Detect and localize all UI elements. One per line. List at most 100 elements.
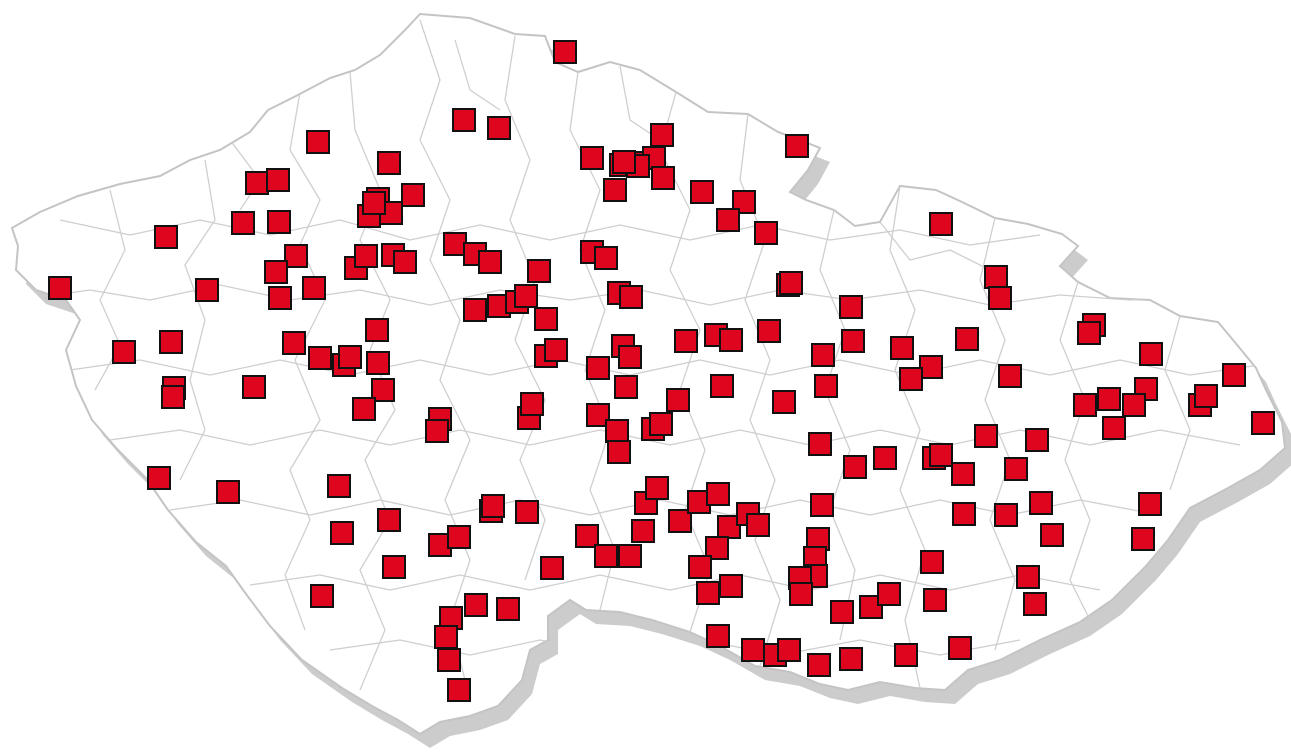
location-marker[interactable]	[919, 355, 943, 379]
location-marker[interactable]	[814, 374, 838, 398]
location-marker[interactable]	[808, 432, 832, 456]
location-marker[interactable]	[668, 509, 692, 533]
location-marker[interactable]	[674, 329, 698, 353]
location-marker[interactable]	[651, 166, 675, 190]
location-marker[interactable]	[327, 474, 351, 498]
location-marker[interactable]	[948, 636, 972, 660]
location-marker[interactable]	[425, 419, 449, 443]
location-marker[interactable]	[245, 171, 269, 195]
location-marker[interactable]	[534, 307, 558, 331]
location-marker[interactable]	[393, 250, 417, 274]
location-marker[interactable]	[603, 178, 627, 202]
location-marker[interactable]	[282, 331, 306, 355]
location-marker[interactable]	[777, 638, 801, 662]
location-marker[interactable]	[618, 544, 642, 568]
location-marker[interactable]	[308, 346, 332, 370]
location-marker[interactable]	[706, 624, 730, 648]
location-marker[interactable]	[929, 443, 953, 467]
location-marker[interactable]	[746, 513, 770, 537]
location-marker[interactable]	[112, 340, 136, 364]
location-marker[interactable]	[401, 183, 425, 207]
location-marker[interactable]	[481, 494, 505, 518]
location-marker[interactable]	[515, 500, 539, 524]
location-marker[interactable]	[352, 397, 376, 421]
location-marker[interactable]	[544, 338, 568, 362]
location-marker[interactable]	[195, 278, 219, 302]
location-marker[interactable]	[716, 208, 740, 232]
location-marker[interactable]	[377, 151, 401, 175]
location-marker[interactable]	[649, 412, 673, 436]
location-marker[interactable]	[741, 638, 765, 662]
location-marker[interactable]	[1097, 387, 1121, 411]
location-marker[interactable]	[306, 130, 330, 154]
location-marker[interactable]	[1131, 527, 1155, 551]
location-marker[interactable]	[147, 466, 171, 490]
location-marker[interactable]	[719, 328, 743, 352]
location-marker[interactable]	[1122, 393, 1146, 417]
location-marker[interactable]	[1004, 457, 1028, 481]
location-marker[interactable]	[690, 180, 714, 204]
location-marker[interactable]	[994, 503, 1018, 527]
location-marker[interactable]	[839, 295, 863, 319]
location-marker[interactable]	[434, 625, 458, 649]
location-marker[interactable]	[463, 298, 487, 322]
location-marker[interactable]	[998, 364, 1022, 388]
location-marker[interactable]	[645, 476, 669, 500]
location-marker[interactable]	[443, 232, 467, 256]
location-marker[interactable]	[514, 284, 538, 308]
location-marker[interactable]	[1029, 491, 1053, 515]
location-marker[interactable]	[159, 330, 183, 354]
location-marker[interactable]	[955, 327, 979, 351]
location-marker[interactable]	[310, 584, 334, 608]
location-marker[interactable]	[1251, 411, 1275, 435]
location-marker[interactable]	[452, 108, 476, 132]
location-marker[interactable]	[594, 246, 618, 270]
location-marker[interactable]	[666, 388, 690, 412]
location-marker[interactable]	[366, 351, 390, 375]
location-marker[interactable]	[1139, 342, 1163, 366]
location-marker[interactable]	[719, 574, 743, 598]
location-marker[interactable]	[618, 345, 642, 369]
location-marker[interactable]	[216, 480, 240, 504]
location-marker[interactable]	[757, 319, 781, 343]
location-marker[interactable]	[1102, 416, 1126, 440]
location-marker[interactable]	[688, 555, 712, 579]
location-marker[interactable]	[631, 519, 655, 543]
location-marker[interactable]	[154, 225, 178, 249]
location-marker[interactable]	[605, 419, 629, 443]
location-marker[interactable]	[619, 285, 643, 309]
location-marker[interactable]	[614, 375, 638, 399]
location-marker[interactable]	[266, 168, 290, 192]
location-marker[interactable]	[785, 134, 809, 158]
location-marker[interactable]	[48, 276, 72, 300]
location-marker[interactable]	[1138, 492, 1162, 516]
location-marker[interactable]	[779, 271, 803, 295]
location-marker[interactable]	[231, 211, 255, 235]
location-marker[interactable]	[650, 123, 674, 147]
location-marker[interactable]	[447, 525, 471, 549]
location-marker[interactable]	[920, 550, 944, 574]
location-marker[interactable]	[839, 647, 863, 671]
location-marker[interactable]	[696, 581, 720, 605]
location-marker[interactable]	[242, 375, 266, 399]
location-marker[interactable]	[873, 446, 897, 470]
location-marker[interactable]	[354, 244, 378, 268]
location-marker[interactable]	[594, 544, 618, 568]
location-marker[interactable]	[161, 385, 185, 409]
location-marker[interactable]	[899, 367, 923, 391]
location-marker[interactable]	[894, 643, 918, 667]
location-marker[interactable]	[807, 653, 831, 677]
location-marker[interactable]	[810, 493, 834, 517]
location-marker[interactable]	[1023, 592, 1047, 616]
location-marker[interactable]	[1194, 384, 1218, 408]
location-marker[interactable]	[951, 462, 975, 486]
location-marker[interactable]	[586, 356, 610, 380]
location-marker[interactable]	[974, 424, 998, 448]
location-marker[interactable]	[1222, 363, 1246, 387]
location-marker[interactable]	[1016, 565, 1040, 589]
location-marker[interactable]	[952, 502, 976, 526]
location-marker[interactable]	[772, 390, 796, 414]
location-marker[interactable]	[1025, 428, 1049, 452]
location-marker[interactable]	[988, 286, 1012, 310]
location-marker[interactable]	[487, 116, 511, 140]
